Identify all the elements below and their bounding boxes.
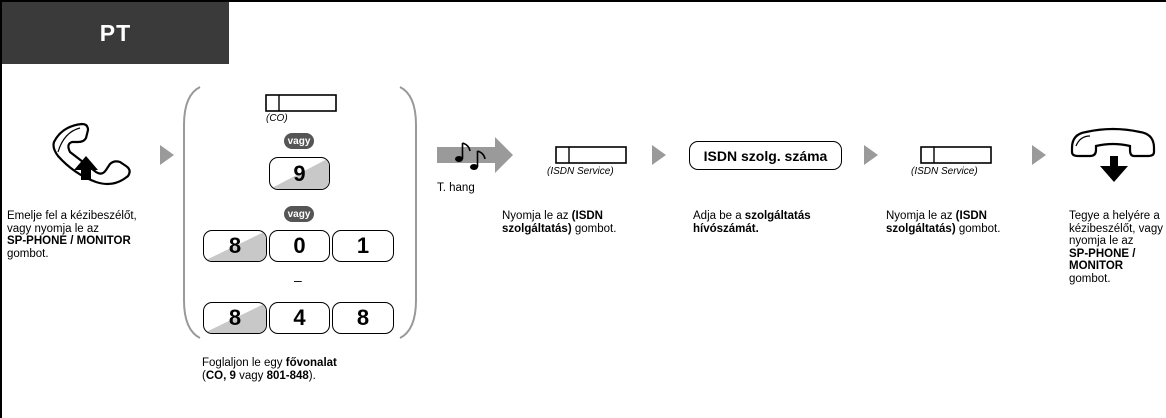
step2-text-pre: Foglaljon le egy	[202, 357, 286, 369]
step5-bold: szolgáltatás hívószámát.	[693, 210, 811, 235]
isdn-service-button-icon-2[interactable]	[920, 146, 992, 164]
step6-post: gombot.	[955, 222, 1001, 235]
key-4-label: 4	[293, 305, 306, 330]
step7-line3: nyomja le az	[1069, 235, 1134, 247]
step1-bold: SP-PHONE / MONITOR	[7, 235, 131, 247]
step1-line1: Emelje fel a kézibeszélőt,	[7, 210, 137, 222]
key-9-label: 9	[293, 160, 306, 186]
isdn-service-caption-2: (ISDN Service)	[911, 166, 978, 177]
key-shade	[270, 158, 329, 189]
key-shade	[204, 231, 266, 261]
co-button-icon[interactable]	[265, 94, 337, 112]
step2-range: 801-848	[266, 369, 309, 382]
key-8c-button[interactable]: 8	[332, 302, 394, 334]
step4-post: gombot.	[571, 222, 617, 235]
step7-bold2: MONITOR	[1069, 260, 1124, 272]
flow-arrow-2	[652, 145, 666, 165]
flow-arrow-3	[864, 145, 878, 165]
step1-line4: gombot.	[7, 247, 49, 260]
pt-tab-label: PT	[99, 19, 132, 46]
step7-bold1: SP-PHONE /	[1069, 247, 1136, 260]
step6-pre: Nyomja le az	[886, 210, 956, 222]
key-1-label: 1	[356, 233, 370, 258]
step6-text: Nyomja le az (ISDN szolgáltatás) gombot.	[886, 210, 1036, 235]
isdn-service-caption-1: (ISDN Service)	[547, 166, 614, 177]
key-8-label: 8	[228, 233, 242, 258]
step4-pre: Nyomja le az	[502, 210, 572, 222]
step1-text: Emelje fel a kézibeszélőt, vagy nyomja l…	[7, 210, 182, 260]
key-0-label: 0	[293, 233, 306, 258]
step2-co9: CO, 9	[205, 369, 236, 382]
tone-arrow-icon	[437, 137, 513, 173]
tone-label: T. hang	[437, 182, 475, 194]
step6-bold: (ISDN szolgáltatás)	[886, 210, 987, 235]
step1-line2: vagy nyomja le az	[7, 222, 100, 235]
flow-arrow-4	[1032, 145, 1046, 165]
off-hook-handset-icon	[52, 122, 131, 186]
step2-end: ).	[308, 369, 316, 382]
key-8b-label: 8	[228, 305, 242, 330]
isdn-service-button-icon[interactable]	[555, 146, 627, 164]
key-8-button[interactable]: 8	[203, 230, 267, 262]
step2-text-bold: fővonalat	[285, 357, 337, 369]
step7-line6: gombot.	[1069, 272, 1111, 285]
key-0-button[interactable]: 0	[269, 230, 330, 262]
flow-arrow-1	[160, 145, 174, 165]
pt-tab: PT	[2, 2, 229, 64]
bracket-right	[399, 86, 417, 339]
frame-top-border	[0, 0, 1166, 2]
step7-line2: kézibeszélőt, vagy	[1069, 222, 1163, 235]
key-1-button[interactable]: 1	[332, 230, 394, 262]
step2-text: Foglaljon le egy fővonalat (CO, 9 vagy 8…	[202, 357, 402, 382]
on-hook-handset-icon	[1070, 127, 1156, 182]
isdn-number-input[interactable]: ISDN szolg. száma	[689, 141, 842, 170]
step2-mid: vagy	[235, 369, 267, 382]
step7-text: Tegye a helyére a kézibeszélőt, vagy nyo…	[1069, 210, 1166, 285]
or-badge-1: vagy	[284, 133, 314, 149]
step4-bold: (ISDN szolgáltatás)	[502, 210, 603, 235]
step5-pre: Adja be a	[693, 210, 745, 222]
co-caption: (CO)	[266, 113, 288, 124]
key-9-button[interactable]: 9	[269, 157, 330, 190]
or-badge-2: vagy	[284, 206, 314, 222]
key-8b-button[interactable]: 8	[203, 302, 267, 334]
frame-left-border	[0, 0, 2, 418]
dash: –	[294, 272, 302, 288]
step2-paren-open: (	[202, 369, 206, 382]
step4-text: Nyomja le az (ISDN szolgáltatás) gombot.	[502, 210, 652, 235]
step7-line1: Tegye a helyére a	[1069, 210, 1160, 222]
bracket-left	[183, 86, 201, 339]
key-4-button[interactable]: 4	[269, 302, 330, 334]
key-8c-label: 8	[356, 305, 370, 330]
step5-text: Adja be a szolgáltatás hívószámát.	[693, 210, 858, 235]
key-shade	[204, 303, 266, 333]
